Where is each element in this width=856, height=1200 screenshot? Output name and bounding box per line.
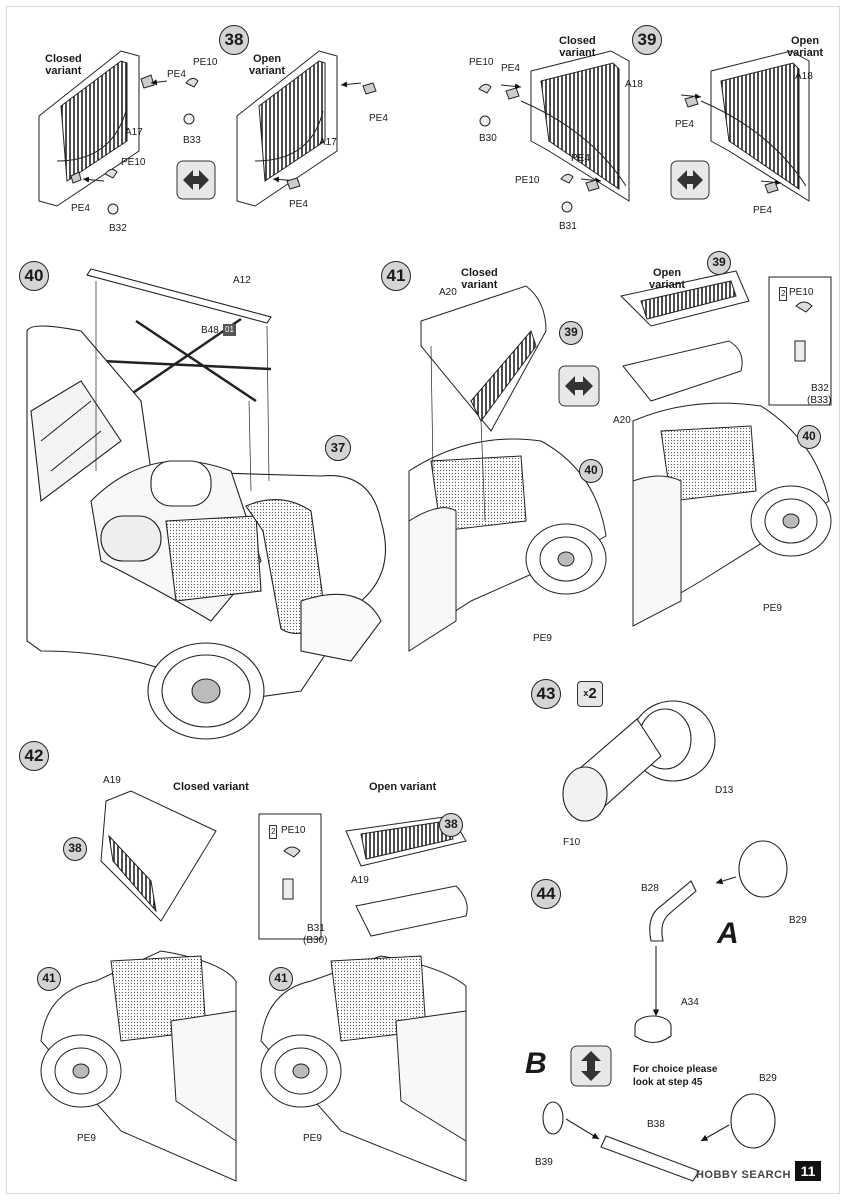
part-label: B32 [109, 223, 127, 234]
part-label: PE9 [533, 633, 552, 644]
part-label: PE10 [469, 57, 494, 68]
step42-closed-car [40, 790, 237, 1182]
part-label: B32 [811, 383, 829, 394]
part-label: (B33) [807, 395, 832, 406]
ref-step-38: 38 [63, 837, 87, 861]
part-label: PE9 [77, 1133, 96, 1144]
instruction-sheet: 38 39 40 41 42 43 44 Closed variant Open… [6, 6, 840, 1194]
multiplier-count: 2 [588, 685, 597, 702]
part-label: PE9 [303, 1133, 322, 1144]
part-label: F10 [563, 837, 581, 848]
arrow-both-icon [558, 365, 600, 407]
ref-step-38: 38 [439, 813, 463, 837]
part-label: PE4 [501, 63, 520, 74]
arrow-both-icon [176, 160, 216, 200]
step38-open-panel [236, 50, 377, 207]
part-label: PE4 [289, 199, 308, 210]
step-39-badge: 39 [632, 25, 662, 55]
arrow-up-down-icon [570, 1045, 612, 1087]
ref-step-41: 41 [269, 967, 293, 991]
ref-step-40: 40 [797, 425, 821, 449]
part-label: A34 [681, 997, 699, 1008]
step42-open-car [258, 813, 468, 1182]
page-number: 11 [795, 1161, 821, 1181]
part-label: B39 [535, 1157, 553, 1168]
step38-open-title: Open variant [249, 53, 286, 77]
quantity-multiplier: x2 [577, 681, 603, 707]
step42-open-title: Open variant [369, 781, 437, 793]
part-label: PE4 [71, 203, 90, 214]
part-label: PE10 [515, 175, 540, 186]
quantity-badge: 2 [779, 287, 788, 301]
step-42-badge: 42 [19, 741, 49, 771]
option-b-label: B [525, 1047, 547, 1080]
part-label: A20 [613, 415, 631, 426]
watermark: HOBBY SEARCH [695, 1169, 791, 1181]
part-label: B48 [201, 325, 219, 336]
ref-step-39: 39 [707, 251, 731, 275]
part-label: B31 [559, 221, 577, 232]
ref-step-41: 41 [37, 967, 61, 991]
part-label: D13 [715, 785, 734, 796]
part-label: A18 [795, 71, 813, 82]
part-label: PE4 [369, 113, 388, 124]
part-label: A20 [439, 287, 457, 298]
option-a-label: A [717, 917, 739, 950]
part-label: A17 [319, 137, 337, 148]
part-label: PE4 [167, 69, 186, 80]
step41-open-car [619, 270, 832, 627]
part-label: A19 [351, 875, 369, 886]
step39-closed-title: Closed variant [559, 35, 596, 59]
part-label: B30 [479, 133, 497, 144]
step-38-badge: 38 [219, 25, 249, 55]
ref-step-37: 37 [325, 435, 351, 461]
part-label: (B30) [303, 935, 328, 946]
ref-step-39: 39 [559, 321, 583, 345]
part-label: PE9 [763, 603, 782, 614]
part-label: PE4 [675, 119, 694, 130]
part-label: PE10 [121, 157, 146, 168]
step38-closed-panel [38, 50, 199, 215]
multiplier-sign: x [583, 688, 589, 698]
part-label: B38 [647, 1119, 665, 1130]
part-label: A18 [625, 79, 643, 90]
choice-note: For choice please look at step 45 [633, 1064, 718, 1088]
step41-open-title: Open variant [649, 267, 686, 291]
step39-closed-panel [478, 50, 630, 213]
part-label: B31 [307, 923, 325, 934]
part-label: PE10 [193, 57, 218, 68]
assembly-drawings [26, 50, 832, 1182]
part-label: A17 [125, 127, 143, 138]
step42-closed-title: Closed variant [173, 781, 249, 793]
step41-closed-car [408, 285, 607, 652]
step39-open-panel [680, 50, 810, 202]
quantity-badge: 2 [269, 825, 278, 839]
step-40-badge: 40 [19, 261, 49, 291]
step40-car [26, 268, 387, 740]
step-44-badge: 44 [531, 879, 561, 909]
step43-headlamp [562, 700, 716, 822]
arrow-both-icon [670, 160, 710, 200]
step44-mirror-parts [542, 840, 788, 1182]
part-label: B28 [641, 883, 659, 894]
step38-closed-title: Closed variant [45, 53, 82, 77]
part-tag: 01 [223, 324, 236, 336]
part-label: PE4 [753, 205, 772, 216]
step-41-badge: 41 [381, 261, 411, 291]
part-label: PE10 [281, 825, 306, 836]
ref-step-40: 40 [579, 459, 603, 483]
part-label: PE10 [789, 287, 814, 298]
step41-closed-title: Closed variant [461, 267, 498, 291]
part-label: A19 [103, 775, 121, 786]
part-label: B29 [789, 915, 807, 926]
part-label: B29 [759, 1073, 777, 1084]
step-43-badge: 43 [531, 679, 561, 709]
part-label: PE4 [571, 153, 590, 164]
step39-open-title: Open variant [787, 35, 824, 59]
part-label: B33 [183, 135, 201, 146]
part-label: A12 [233, 275, 251, 286]
